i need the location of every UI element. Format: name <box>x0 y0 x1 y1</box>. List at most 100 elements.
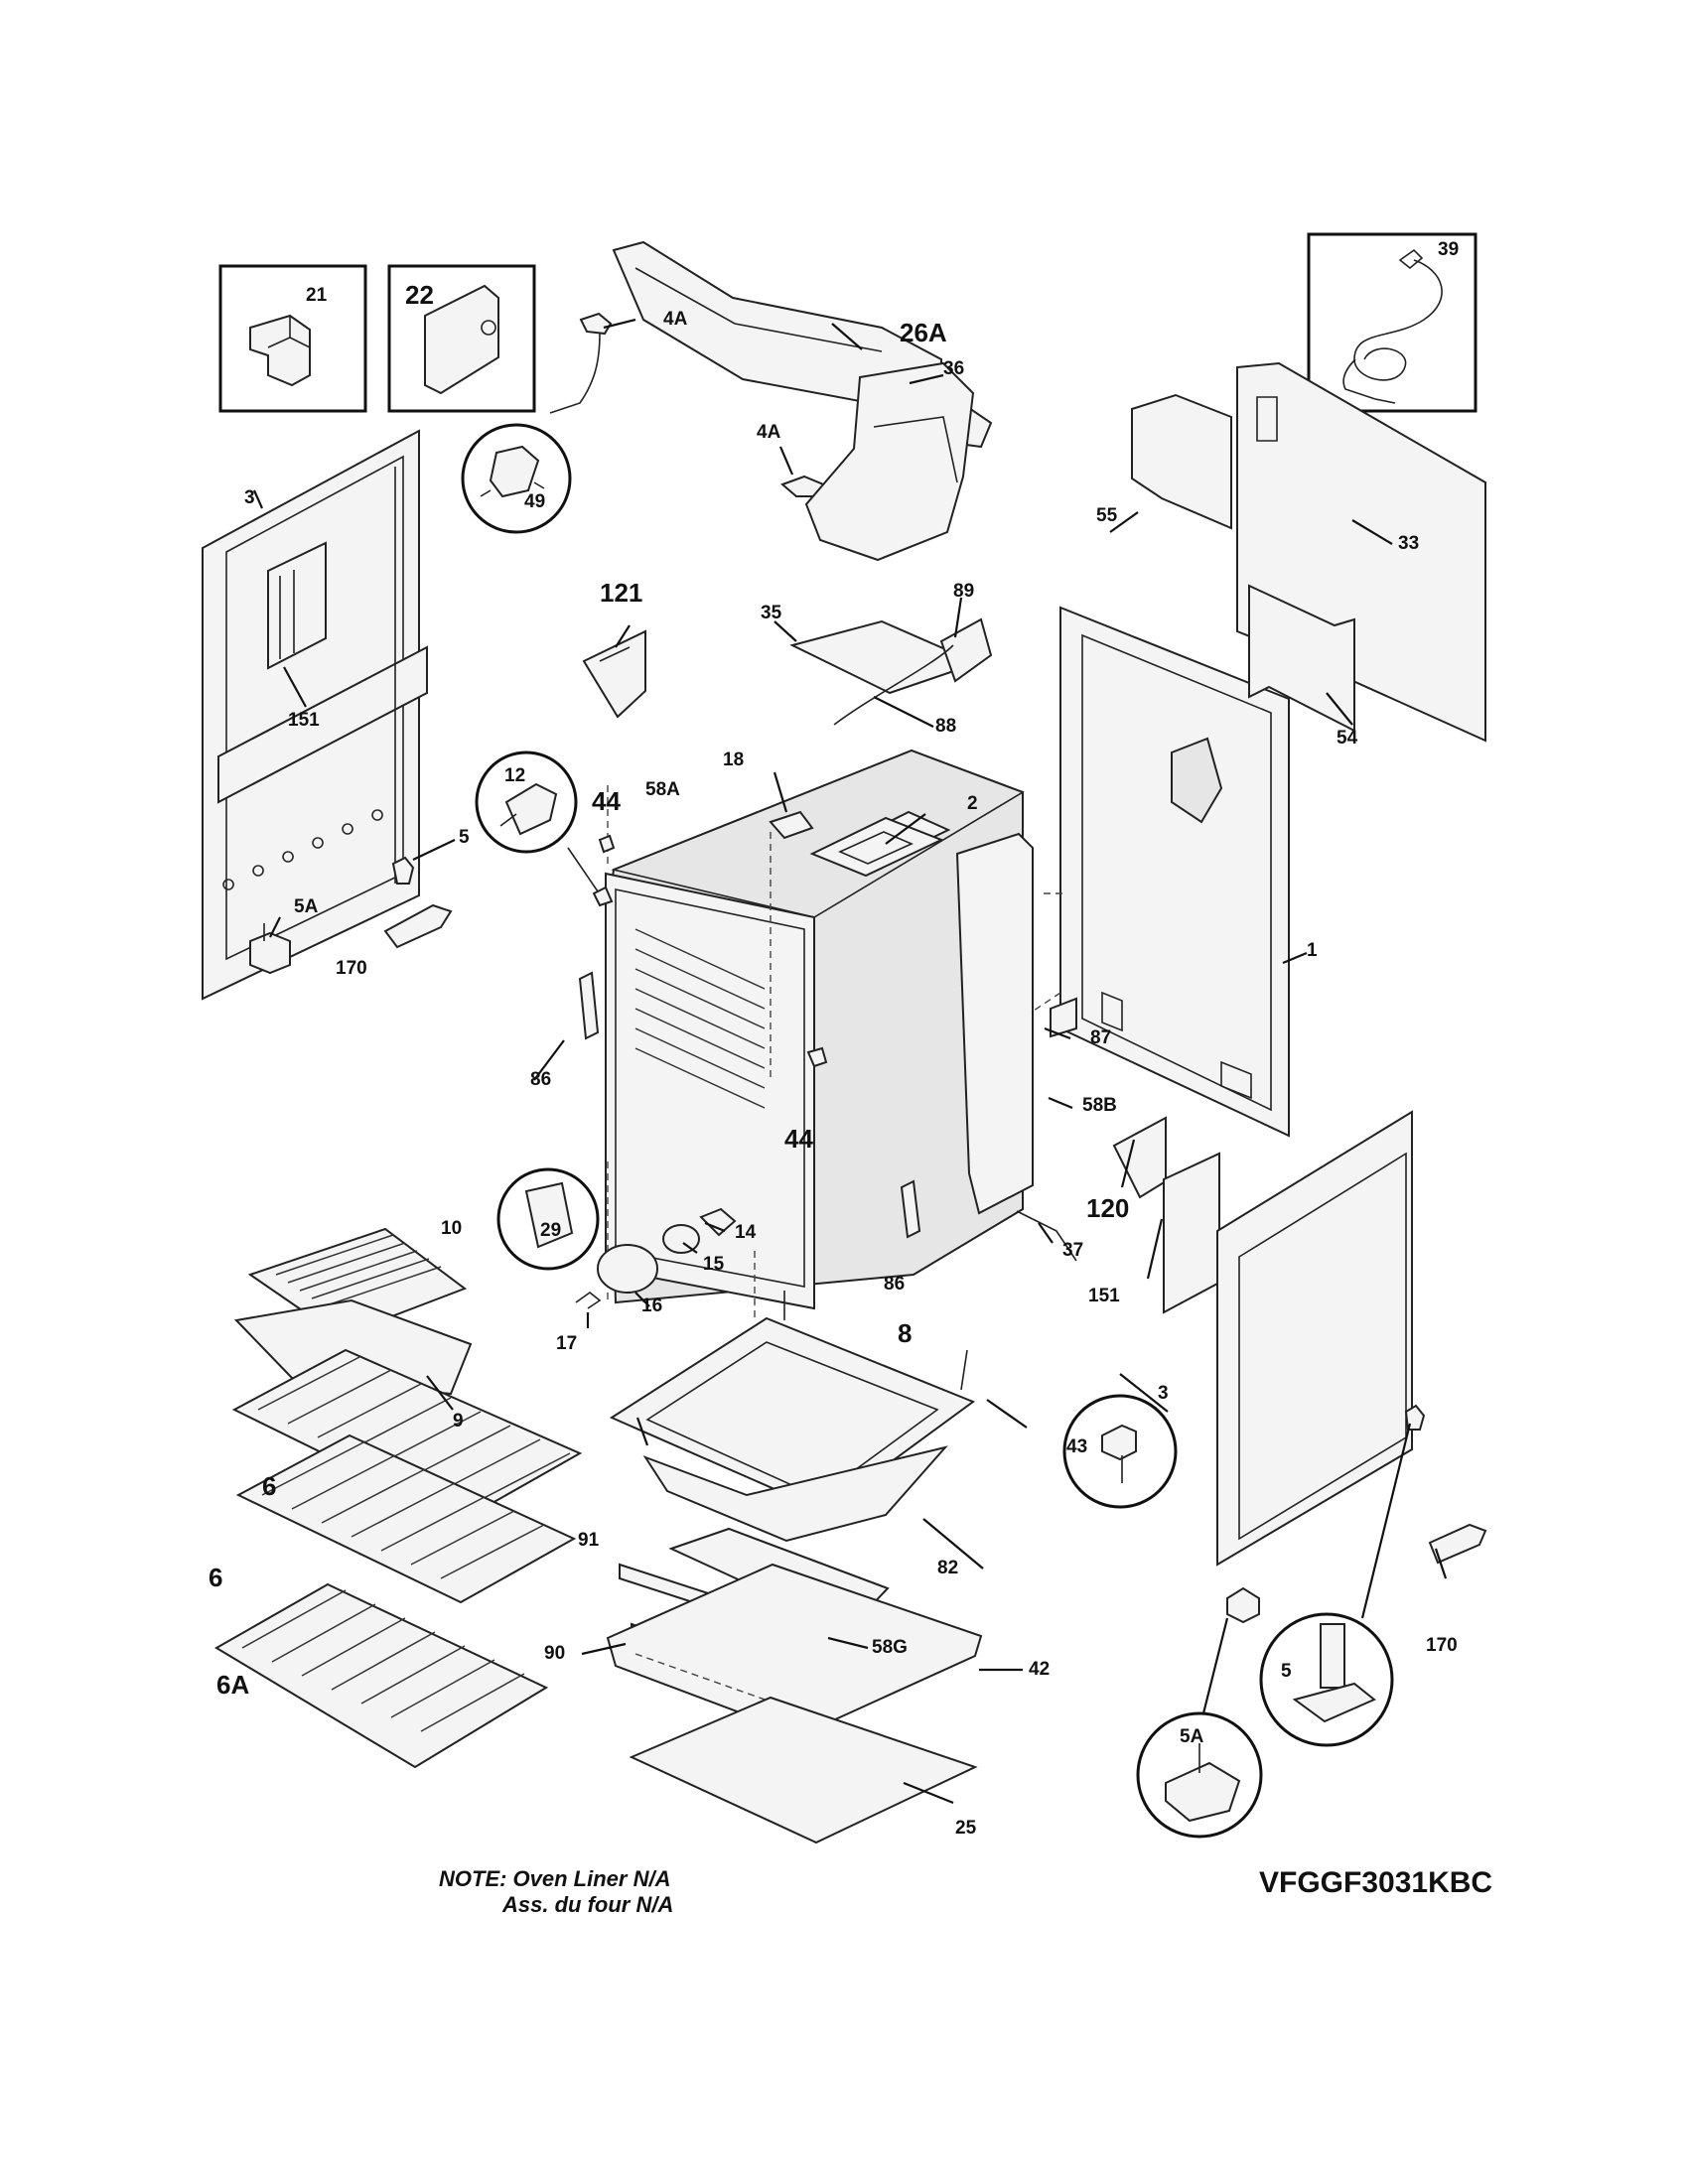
callout-58B: 58B <box>1082 1095 1117 1116</box>
part-36-vent-duct <box>804 361 975 562</box>
part-170-left-bracket <box>383 903 453 949</box>
part-42-burner-box <box>606 1563 983 1737</box>
callout-6-mid: 6 <box>209 1563 223 1592</box>
callout-170-right: 170 <box>1426 1635 1458 1656</box>
part-37-wire <box>1016 1210 1077 1262</box>
part-25-bottom-panel <box>629 1696 978 1844</box>
callout-55: 55 <box>1096 505 1118 526</box>
part-5A-right-leg-detail <box>1165 1743 1241 1823</box>
callout-151-left: 151 <box>288 710 320 731</box>
callout-151-right: 151 <box>1088 1286 1120 1306</box>
callout-3-left: 3 <box>244 487 255 508</box>
part-86-right-slide <box>900 1179 921 1239</box>
callout-22: 22 <box>405 280 434 310</box>
part-43-screw <box>1101 1424 1137 1483</box>
callout-121: 121 <box>600 578 643 608</box>
part-16-lamp-cover <box>597 1244 658 1294</box>
part-82-baffle <box>642 1445 948 1543</box>
part-44-top-clip <box>592 834 616 907</box>
part-29-lamp-holder <box>524 1181 574 1249</box>
part-49-switch <box>480 445 545 498</box>
part-12-lamp-socket <box>499 782 599 892</box>
callout-16: 16 <box>641 1296 663 1316</box>
callout-5A-left: 5A <box>294 896 319 917</box>
part-5-right-leveler-detail <box>1292 1623 1376 1723</box>
callout-33: 33 <box>1398 533 1420 554</box>
part-151-left-bracket <box>267 541 327 670</box>
part-86-left-slide <box>578 971 600 1040</box>
part-44-bottom-clip <box>806 1046 828 1068</box>
callout-3-right: 3 <box>1158 1383 1169 1404</box>
callout-44-bottom: 44 <box>784 1124 813 1154</box>
part-121-bracket <box>582 629 646 719</box>
callout-12: 12 <box>504 765 526 786</box>
inset-box-39 <box>1307 232 1477 413</box>
part-1-back-panel <box>1030 606 1290 1138</box>
part-89-sensor-bracket <box>833 617 993 726</box>
callout-87: 87 <box>1090 1027 1112 1048</box>
part-3-right-side-panel <box>1216 1110 1413 1567</box>
callout-9: 9 <box>453 1411 464 1432</box>
callout-10: 10 <box>441 1218 463 1239</box>
part-6-middle-rack <box>235 1433 577 1604</box>
part-17-wire-clip <box>575 1291 602 1309</box>
callout-90: 90 <box>544 1643 566 1664</box>
callout-44-top: 44 <box>592 786 621 816</box>
callout-91: 91 <box>578 1530 600 1551</box>
callout-89: 89 <box>953 581 975 602</box>
callout-17: 17 <box>556 1333 578 1354</box>
callout-86-right: 86 <box>884 1274 906 1295</box>
part-55-shield <box>1131 393 1232 530</box>
callout-18: 18 <box>723 750 745 770</box>
part-151-right-bracket <box>1163 1152 1220 1314</box>
callout-170-left: 170 <box>336 958 367 979</box>
callout-82: 82 <box>937 1558 959 1578</box>
note-line-1: NOTE: Oven Liner N/A <box>439 1866 671 1891</box>
callout-54: 54 <box>1336 728 1358 749</box>
callout-4A-mid: 4A <box>757 422 781 443</box>
callout-4A-top: 4A <box>663 309 688 330</box>
part-58A-oven-cavity <box>604 749 1025 1320</box>
callout-37: 37 <box>1062 1240 1084 1261</box>
part-18-thermostat-bracket <box>769 810 814 1080</box>
callout-86-left: 86 <box>530 1069 552 1090</box>
part-15-bulb <box>662 1224 700 1254</box>
part-5A-left-leg <box>249 923 291 975</box>
callout-120: 120 <box>1086 1193 1130 1223</box>
part-4A-top <box>549 312 613 414</box>
callout-49: 49 <box>524 491 546 512</box>
leader-lines <box>252 318 1448 1805</box>
part-170-right-bracket <box>1428 1523 1487 1565</box>
note-line-2: Ass. du four N/A <box>502 1892 674 1917</box>
part-9-broil-pan <box>233 1298 473 1396</box>
part-5-right-leveler <box>1404 1404 1426 1431</box>
part-21-knob-clip <box>249 314 311 387</box>
callout-58A: 58A <box>645 779 680 800</box>
part-5-left-leveler <box>391 856 415 885</box>
part-58B-insulation <box>955 832 1034 1215</box>
callout-21: 21 <box>306 285 328 306</box>
callout-29: 29 <box>540 1220 562 1241</box>
callout-8: 8 <box>898 1318 913 1348</box>
part-6A-bottom-rack <box>214 1582 549 1769</box>
part-39-power-cord <box>1342 248 1443 404</box>
callout-35: 35 <box>761 603 782 623</box>
part-22-bracket <box>424 284 499 395</box>
callout-39: 39 <box>1438 239 1460 260</box>
part-14-lamp-socket <box>699 1207 737 1237</box>
callout-1: 1 <box>1307 940 1318 961</box>
callout-88: 88 <box>935 716 957 737</box>
left-panel-bottom-holes <box>222 809 383 890</box>
callout-25: 25 <box>955 1818 977 1839</box>
callout-2: 2 <box>967 793 978 814</box>
callout-15: 15 <box>703 1254 725 1275</box>
callout-5-left: 5 <box>459 827 470 848</box>
callout-5-right: 5 <box>1281 1661 1292 1682</box>
callout-26A: 26A <box>900 318 947 347</box>
callout-36: 36 <box>943 358 965 379</box>
callout-5A-right: 5A <box>1180 1726 1204 1747</box>
callout-6A: 6A <box>216 1670 250 1700</box>
callout-42: 42 <box>1029 1659 1051 1680</box>
part-87-terminal-block <box>1050 997 1077 1038</box>
